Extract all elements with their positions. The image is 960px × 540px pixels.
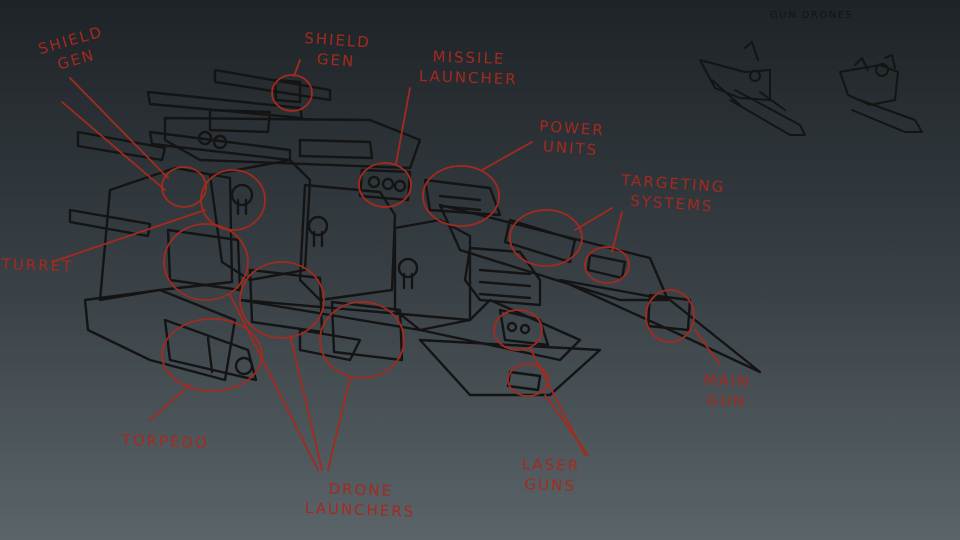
label-main-gun: MAIN GUN (703, 370, 751, 411)
circle-torpedo (161, 318, 263, 392)
label-missile-launcher: MISSILE LAUNCHER (418, 47, 519, 89)
circle-laser (493, 309, 543, 351)
circle-drone-3 (319, 301, 405, 379)
circle-laser-2 (507, 363, 549, 397)
label-drone-launchers: DRONE LAUNCHERS (304, 479, 416, 521)
gun-drone-right (839, 54, 923, 133)
label-gun-drones: GUN DRONES (770, 10, 854, 21)
circle-drone-1 (163, 223, 249, 301)
label-torpedo: TORPEDO (121, 430, 210, 453)
circle-shield-gen-top (271, 74, 313, 112)
circle-missile-launcher (358, 162, 412, 208)
label-turret: TURRET (1, 254, 74, 276)
circle-drone-2 (239, 261, 325, 339)
circle-shield-gen-left (161, 166, 207, 208)
circle-power-units (422, 165, 500, 227)
label-power-units: POWER UNITS (538, 116, 606, 160)
ship-hull-sketch (68, 68, 762, 397)
circle-targeting-2 (584, 246, 630, 284)
gun-drone-left (699, 41, 806, 136)
label-shield-gen-top: SHIELD GEN (303, 28, 372, 71)
label-laser-guns: LASER GUNS (521, 454, 581, 495)
circle-turret (200, 169, 266, 231)
annotation-marks (51, 59, 721, 471)
label-targeting-systems: TARGETING SYSTEMS (620, 170, 726, 216)
circle-main-gun (645, 289, 695, 343)
circle-targeting-1 (509, 209, 583, 267)
